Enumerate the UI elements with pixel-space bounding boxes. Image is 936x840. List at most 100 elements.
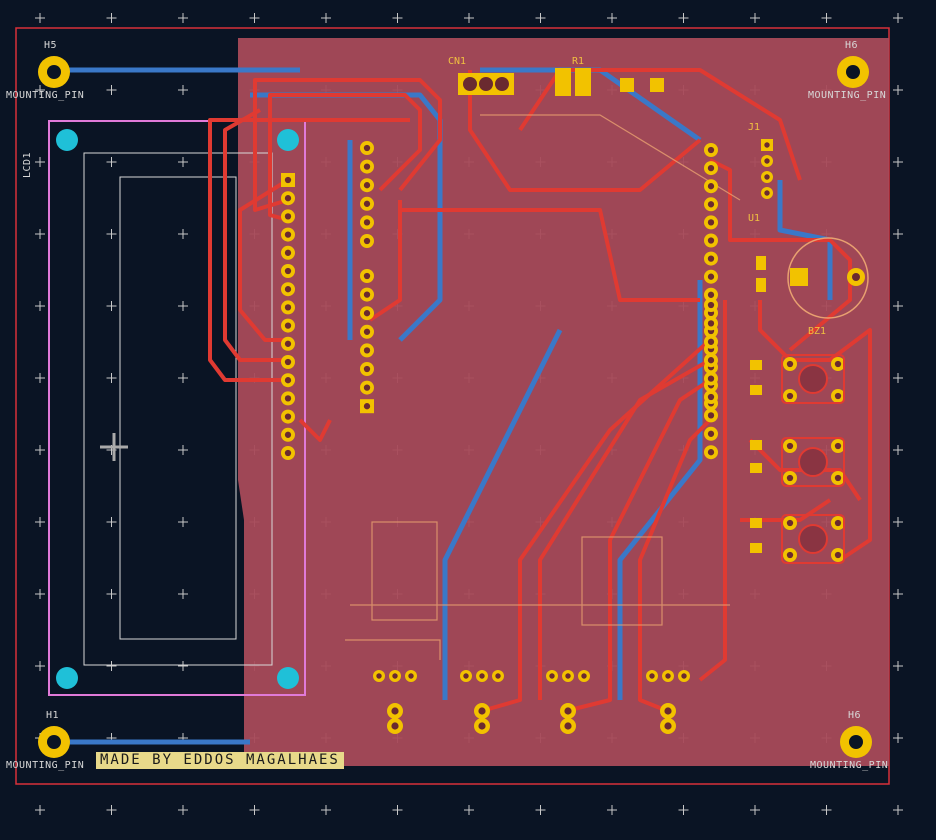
drill-hole	[707, 255, 715, 262]
drill-hole	[284, 395, 292, 402]
drill-hole	[363, 365, 371, 373]
drill-hole	[764, 158, 770, 164]
component-pads	[281, 139, 845, 734]
drill-hole	[707, 237, 715, 244]
lcd-screen-area	[119, 176, 237, 640]
drill-hole	[707, 320, 715, 327]
drill-hole	[707, 338, 715, 345]
drill-hole	[284, 231, 292, 238]
buzzer-designator: BZ1	[808, 326, 827, 337]
hole-name-bottom-left: MOUNTING_PIN	[6, 760, 85, 771]
drill-hole	[834, 442, 842, 450]
drill-hole	[707, 183, 715, 190]
drill-hole	[707, 393, 715, 401]
drill-hole	[284, 358, 292, 366]
lcd-mount-pad	[56, 129, 78, 151]
hole-name-bottom-right: MOUNTING_PIN	[810, 760, 889, 771]
drill-hole	[707, 164, 715, 172]
hole-name-top-left: MOUNTING_PIN	[6, 90, 85, 101]
lcd-bezel	[83, 152, 273, 666]
drill-hole	[284, 286, 292, 293]
drill-hole	[363, 163, 371, 170]
drill-hole	[284, 322, 292, 329]
hole-designator-top-right: H6	[845, 40, 859, 51]
drill-hole	[581, 673, 587, 679]
drill-hole	[363, 384, 371, 391]
drill-hole	[363, 200, 371, 207]
drill-hole	[707, 412, 715, 419]
lcd-designator: LCD1	[22, 151, 33, 178]
drill-hole	[284, 304, 292, 311]
header-designator: J1	[748, 122, 761, 133]
drill-hole	[284, 413, 292, 420]
drill-hole	[363, 144, 371, 152]
drill-hole	[786, 474, 794, 482]
drill-hole	[707, 301, 715, 309]
drill-hole	[363, 347, 371, 354]
mounting-holes	[38, 56, 872, 758]
component-outlines	[345, 114, 741, 660]
drill-hole	[664, 707, 672, 715]
drill-hole	[764, 190, 770, 196]
drill-hole	[284, 249, 292, 256]
drill-hole	[665, 673, 671, 679]
drill-hole	[363, 182, 371, 189]
drill-hole	[707, 273, 715, 280]
drill-hole	[391, 722, 399, 730]
lcd-mount-pad	[56, 667, 78, 689]
drill-hole	[284, 267, 292, 275]
lcd-footprint	[48, 120, 306, 696]
resistor-designator: R1	[572, 56, 585, 67]
drill-hole	[786, 442, 794, 450]
drill-hole	[363, 328, 371, 335]
drill-hole	[284, 340, 292, 347]
smd-parts	[555, 68, 766, 553]
drill-hole	[707, 146, 715, 154]
lcd-outline	[48, 120, 306, 696]
drill-hole	[284, 431, 292, 438]
drill-hole	[834, 551, 842, 559]
drill-hole	[549, 673, 555, 679]
drill-hole	[834, 519, 842, 527]
drill-hole	[463, 673, 469, 679]
drill-hole	[478, 722, 486, 730]
drill-hole	[786, 519, 794, 527]
drill-hole	[707, 201, 715, 208]
lcd-mount-pad	[277, 667, 299, 689]
drill-hole	[834, 360, 842, 368]
drill-hole	[284, 377, 292, 384]
drill-hole	[284, 213, 292, 220]
hole-designator-bottom-left: H1	[46, 710, 60, 721]
drill-hole	[284, 449, 292, 457]
drill-hole	[284, 195, 292, 202]
hole-name-top-right: MOUNTING_PIN	[808, 90, 887, 101]
buzzer-pad-square	[790, 268, 808, 286]
drill-hole	[707, 291, 715, 298]
hole-designator-h5: H5	[44, 40, 58, 51]
drill-hole	[392, 673, 398, 679]
drill-hole	[565, 673, 571, 679]
drill-hole	[495, 673, 501, 679]
drill-hole	[664, 722, 672, 730]
tactile-switches	[781, 354, 845, 564]
drill-hole	[363, 403, 371, 410]
drill-hole	[764, 174, 770, 180]
drill-hole	[834, 392, 842, 400]
board-credit-silkscreen: MADE BY EDDOS MAGALHAES	[96, 752, 344, 769]
drill-hole	[363, 310, 371, 317]
drill-hole	[363, 272, 371, 280]
drill-hole	[707, 449, 715, 456]
hole-designator-bottom-right: H6	[848, 710, 862, 721]
drill-hole	[284, 176, 292, 184]
regulator-designator: U1	[748, 213, 761, 224]
drill-hole	[707, 375, 715, 382]
drill-hole	[681, 673, 687, 679]
drill-hole	[363, 219, 371, 226]
drill-hole	[564, 722, 572, 730]
drill-hole	[564, 707, 572, 715]
drill-hole	[479, 673, 485, 679]
drill-hole	[408, 673, 414, 679]
drill-hole	[786, 551, 794, 559]
